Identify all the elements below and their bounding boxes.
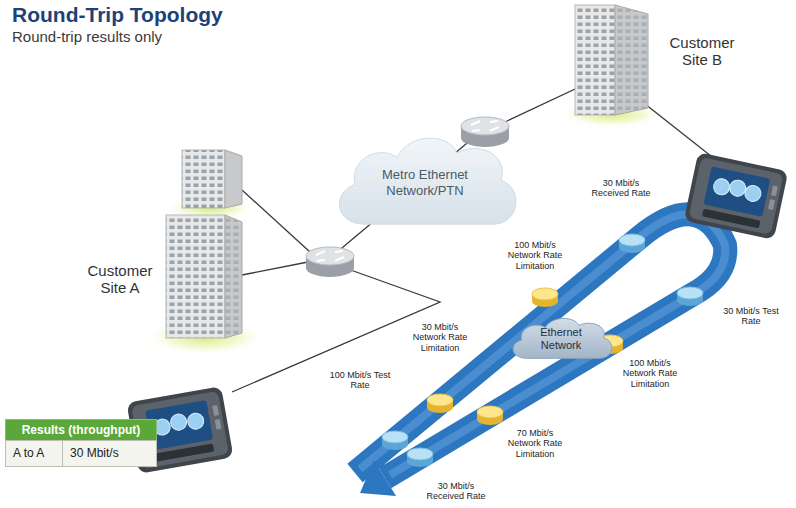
instrument-screen	[704, 166, 771, 217]
wire	[242, 262, 308, 275]
ethernet-network-cloud: Ethernet Network	[505, 310, 617, 368]
rate-disc	[677, 287, 703, 306]
rate-label: 30 Mbit/s Received Rate	[425, 481, 487, 502]
building-windows	[575, 5, 615, 115]
cloud-outline	[513, 318, 612, 358]
building-windows	[615, 5, 648, 115]
instrument-keys	[154, 444, 214, 462]
rate-disc	[532, 288, 558, 307]
arrow-head	[360, 460, 396, 496]
arrow-band	[355, 214, 725, 478]
diagram-title: Round-Trip Topology	[12, 3, 223, 27]
instrument-body	[684, 152, 789, 240]
building-face	[575, 5, 615, 115]
metro-network-cloud: Metro Ethernet Network/PTN	[325, 120, 525, 245]
instrument-button	[771, 185, 778, 196]
rate-label: 100 Mbit/s Network Rate Limitation	[619, 358, 681, 389]
instrument-keys	[702, 209, 760, 229]
node-label: Metro Ethernet Network/PTN	[370, 167, 480, 198]
router-arrows	[471, 121, 499, 131]
rate-label: 30 Mbit/s Test Rate	[720, 306, 782, 327]
router-top	[461, 117, 509, 135]
subtitle: Round-trip results only	[12, 28, 272, 45]
node-label: Ethernet Network	[531, 326, 591, 351]
router-side	[306, 256, 354, 277]
test-instrument	[684, 152, 789, 240]
rate-label: 100 Mbit/s Test Rate	[329, 370, 391, 391]
site-label: Customer Site B	[660, 34, 744, 69]
building-side	[225, 215, 242, 338]
wire	[640, 100, 716, 160]
building-side	[225, 150, 242, 208]
building	[575, 5, 648, 115]
screen-dial	[169, 413, 188, 432]
rate-disc	[382, 431, 408, 450]
table-header: Results (throughput)	[5, 419, 157, 441]
wire	[232, 268, 440, 392]
rate-disc	[427, 394, 453, 413]
instrument-button	[215, 419, 222, 430]
screen-dial	[186, 412, 205, 431]
router	[461, 117, 509, 147]
building-face	[182, 150, 225, 208]
router-arrows	[316, 251, 344, 261]
node-text-group: Ethernet Network	[531, 326, 591, 351]
building-windows	[182, 150, 225, 208]
rate-label: 30 Mbit/s Received Rate	[590, 178, 652, 199]
arrow-highlight	[360, 214, 725, 475]
screen-dial	[712, 177, 731, 196]
rate-label: 70 Mbit/s Network Rate Limitation	[504, 428, 566, 459]
building-windows	[166, 215, 225, 338]
router-top	[306, 247, 354, 265]
table-cell: 30 Mbit/s	[62, 440, 157, 467]
table-cell: A to A	[5, 440, 63, 467]
round-trip-arrow	[355, 214, 725, 496]
cloud-outline	[339, 138, 516, 224]
building-windows	[225, 215, 242, 338]
building	[182, 150, 242, 208]
site-label: Customer Site A	[78, 262, 162, 297]
screen-dial	[743, 184, 762, 203]
network-wires	[232, 82, 716, 392]
rate-disc	[477, 406, 503, 425]
router	[306, 247, 354, 277]
building	[166, 215, 242, 338]
rate-disc	[407, 448, 433, 467]
instrument-button	[212, 405, 219, 416]
building-face	[166, 215, 225, 338]
router-side	[461, 126, 509, 147]
wire	[242, 190, 310, 252]
rate-label: 100 Mbit/s Network Rate Limitation	[504, 240, 566, 271]
screen-dial	[728, 179, 747, 198]
rate-disc	[619, 234, 645, 253]
rate-label: 30 Mbit/s Network Rate Limitation	[409, 322, 471, 353]
building-side	[615, 5, 648, 115]
instrument-button	[768, 199, 775, 210]
instrument-bezel	[688, 157, 783, 235]
node-text-group: Metro Ethernet Network/PTN	[370, 167, 480, 198]
